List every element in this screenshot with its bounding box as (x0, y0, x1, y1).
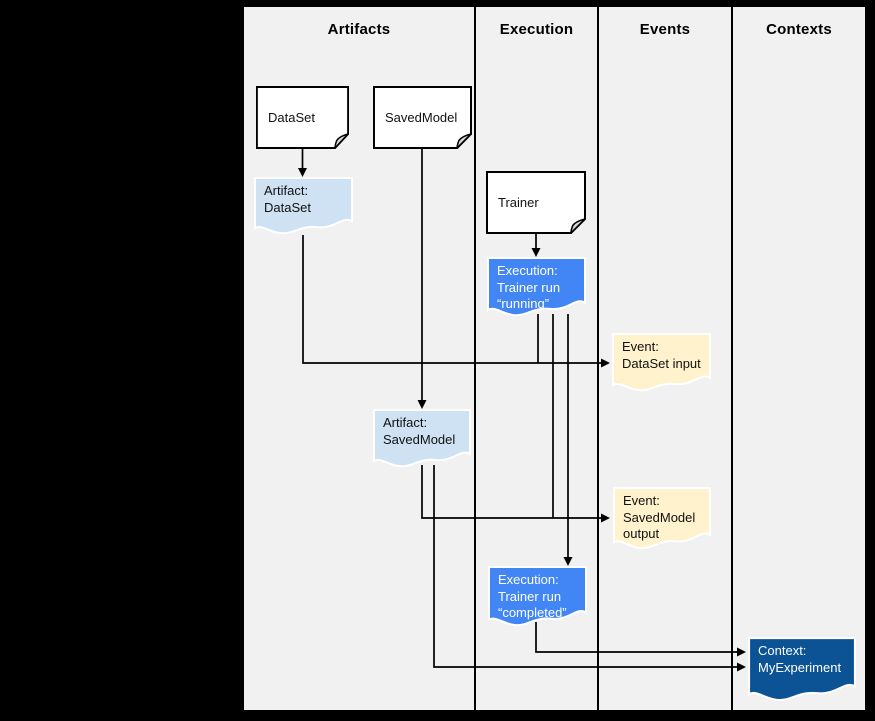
node-label: Event: SavedModel output (623, 493, 707, 543)
node-execution-running: Execution: Trainer run “running” (487, 257, 586, 318)
node-artifact-savedmodel: Artifact: SavedModel (373, 409, 471, 469)
swimlane-diagram: Artifacts Execution Events Contexts (243, 6, 866, 711)
node-label: Artifact: DataSet (264, 183, 349, 216)
tape-shape (373, 409, 471, 469)
tape-shape (488, 566, 587, 628)
node-context-myexperiment: Context: MyExperiment (748, 637, 856, 703)
label-line: MyExperiment (758, 659, 842, 675)
label-line: DataSet (264, 199, 311, 215)
node-label: SavedModel (385, 110, 458, 125)
lane-header-artifacts: Artifacts (327, 20, 391, 38)
node-event-dataset-input: Event: DataSet input (612, 333, 711, 393)
document-shape (256, 86, 349, 149)
label-line: output (623, 526, 660, 541)
node-label: Event: DataSet input (622, 339, 707, 372)
label-line: SavedModel (383, 431, 456, 447)
label-line: Trainer run (497, 279, 561, 295)
document-shape (486, 171, 586, 234)
node-label: Artifact: SavedModel (383, 415, 467, 448)
lane-header-execution: Execution (499, 20, 574, 38)
label-line: Context: (758, 643, 807, 658)
lane-header-events: Events (639, 20, 691, 38)
label-line: Event: (623, 493, 660, 508)
node-event-savedmodel-output: Event: SavedModel output (613, 487, 711, 551)
node-artifact-dataset: Artifact: DataSet (254, 177, 353, 236)
node-savedmodel: SavedModel (373, 86, 472, 149)
tape-shape (748, 637, 856, 703)
label-line: Execution: (497, 263, 558, 278)
node-label: Execution: Trainer run “running” (497, 263, 582, 313)
label-line: Event: (622, 339, 659, 354)
node-label: DataSet (268, 110, 315, 125)
lane-divider (731, 7, 733, 710)
label-line: SavedModel (623, 509, 696, 525)
label-line: Execution: (498, 572, 559, 587)
node-execution-completed: Execution: Trainer run “completed” (488, 566, 587, 628)
node-label: Context: MyExperiment (758, 643, 852, 676)
label-line: Trainer run (498, 588, 562, 604)
tape-shape (613, 487, 711, 551)
node-trainer: Trainer (486, 171, 586, 234)
node-label: Execution: Trainer run “completed” (498, 572, 583, 622)
document-shape (373, 86, 472, 149)
label-line: Artifact: (264, 183, 309, 198)
lane-divider (597, 7, 599, 710)
label-line: “running” (497, 296, 550, 311)
lane-divider (474, 7, 476, 710)
tape-shape (254, 177, 353, 236)
connector-layer (298, 149, 746, 672)
node-dataset: DataSet (256, 86, 349, 149)
label-line: DataSet input (622, 355, 701, 371)
node-label: Trainer (498, 195, 539, 210)
tape-shape (487, 257, 586, 318)
label-line: Artifact: (383, 415, 428, 430)
tape-shape (612, 333, 711, 393)
label-line: “completed” (498, 605, 567, 620)
lane-header-contexts: Contexts (766, 20, 832, 38)
